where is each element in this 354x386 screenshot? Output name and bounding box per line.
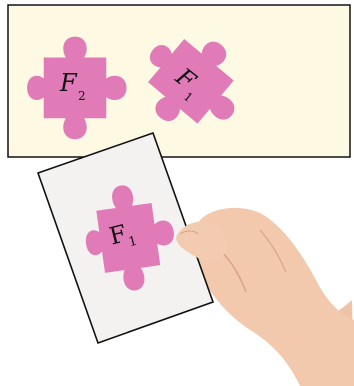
top-panel: F 2 F 1 — [8, 5, 350, 157]
piece-f2-subscript: 2 — [78, 89, 86, 103]
piece-f2-letter: F — [59, 69, 78, 97]
